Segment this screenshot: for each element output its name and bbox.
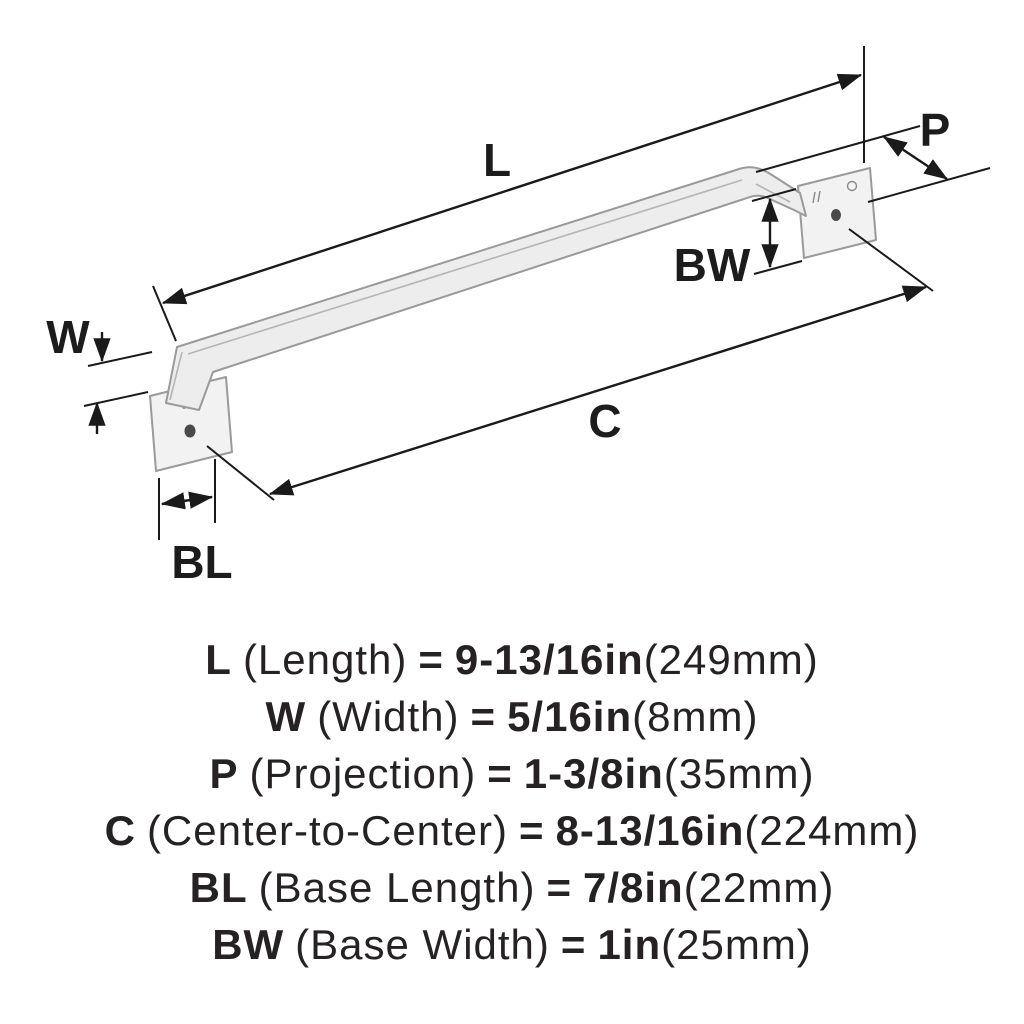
- spec-name: (Width): [317, 693, 460, 740]
- spec-name: (Projection): [249, 750, 477, 797]
- dim-center-to-center: C: [206, 228, 934, 501]
- spec-equals: =: [519, 807, 545, 854]
- dim-label-P: P: [920, 104, 951, 156]
- spec-value: 5/16in: [507, 693, 633, 740]
- right-screw-hole: [831, 209, 841, 221]
- spec-row-projection: P (Projection) = 1-3/8in (35mm): [209, 750, 814, 807]
- spec-name: (Base Width): [295, 921, 550, 968]
- spec-metric: (249mm): [643, 636, 819, 683]
- left-screw-hole: [184, 424, 196, 438]
- dim-label-W: W: [46, 311, 90, 363]
- dim-c2c-witness-right: [848, 228, 934, 292]
- spec-metric: (25mm): [661, 921, 812, 968]
- spec-row-base-length: BL (Base Length) = 7/8in (22mm): [190, 864, 835, 921]
- dim-c2c-line: [268, 285, 928, 496]
- dim-width: W: [46, 311, 153, 434]
- spec-list: L (Length) = 9-13/16in (249mm) W (Width)…: [0, 636, 1024, 978]
- diagram-area: L P BW W: [46, 46, 991, 588]
- spec-name: (Length): [242, 636, 408, 683]
- spec-value: 1in: [597, 921, 662, 968]
- spec-value: 9-13/16in: [454, 636, 644, 683]
- dim-label-C: C: [588, 395, 621, 447]
- spec-metric: (35mm): [663, 750, 815, 797]
- spec-name: (Center-to-Center): [146, 807, 509, 854]
- dim-base-width-witness-top: [751, 188, 797, 202]
- spec-equals: =: [470, 693, 497, 740]
- dim-base-width-witness-bottom: [753, 260, 803, 275]
- spec-symbol: W: [265, 693, 307, 740]
- dim-width-witness-top: [87, 351, 153, 367]
- spec-value: 7/8in: [582, 864, 684, 911]
- dim-length: L: [152, 46, 865, 342]
- dim-label-BW: BW: [674, 239, 751, 291]
- spec-value: 8-13/16in: [555, 807, 745, 854]
- spec-symbol: BW: [212, 921, 285, 968]
- spec-symbol: L: [205, 636, 232, 683]
- dim-length-line: [161, 73, 863, 305]
- spec-equals: =: [546, 864, 572, 911]
- dim-projection-line: [883, 136, 948, 180]
- dim-base-length: BL: [158, 459, 233, 588]
- dim-base-length-line: [160, 491, 214, 510]
- dim-c2c-witness-left: [206, 445, 275, 501]
- dim-length-witness-left: [152, 285, 177, 342]
- spec-metric: (224mm): [744, 807, 920, 854]
- spec-row-length: L (Length) = 9-13/16in (249mm): [205, 636, 818, 693]
- dim-projection-witness-outer: [867, 167, 991, 203]
- spec-symbol: C: [104, 807, 136, 854]
- handle-drawing: [149, 166, 877, 472]
- spec-equals: =: [418, 636, 444, 683]
- dim-label-L: L: [483, 134, 511, 186]
- spec-row-base-width: BW (Base Width) = 1in (25mm): [212, 921, 812, 978]
- spec-symbol: BL: [189, 864, 248, 911]
- spec-row-width: W (Width) = 5/16in (8mm): [266, 693, 759, 750]
- spec-symbol: P: [209, 750, 239, 797]
- spec-equals: =: [560, 921, 587, 968]
- spec-row-center-to-center: C (Center-to-Center) = 8-13/16in (224mm): [105, 807, 920, 864]
- dimension-diagram: L P BW W: [46, 46, 991, 588]
- spec-metric: (22mm): [683, 864, 835, 911]
- dim-label-BL: BL: [171, 536, 232, 588]
- dim-projection: P: [755, 104, 991, 203]
- dim-width-witness-bottom: [83, 391, 149, 407]
- spec-metric: (8mm): [632, 693, 759, 740]
- spec-value: 1-3/8in: [523, 750, 664, 797]
- dim-base-width: BW: [674, 188, 803, 291]
- spec-equals: =: [487, 750, 513, 797]
- handle-left-flare-edge: [169, 351, 183, 401]
- spec-name: (Base Length): [258, 864, 536, 911]
- dim-projection-witness-inner: [755, 125, 921, 173]
